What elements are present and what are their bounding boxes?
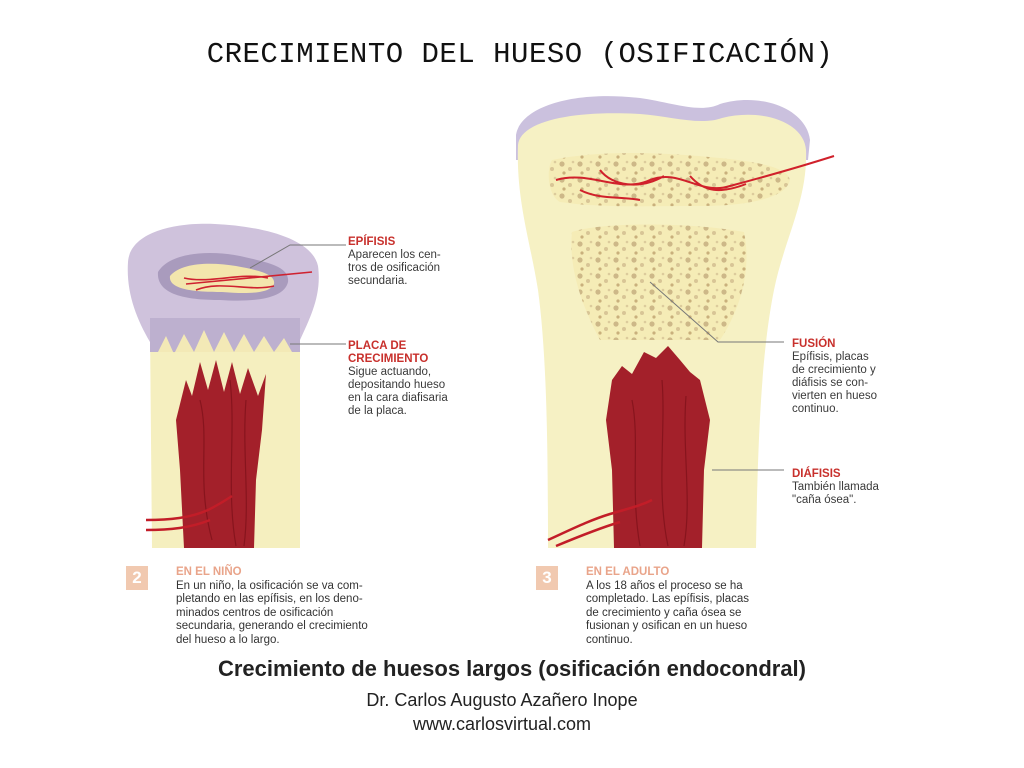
label-fusion-text: Epífisis, placas de crecimiento y diáfis… — [792, 351, 878, 415]
step-child-number: 2 — [126, 566, 148, 590]
step-adult-number: 3 — [536, 566, 558, 590]
bone-illustration — [127, 96, 835, 549]
step-adult-heading: EN EL ADULTO — [586, 566, 670, 578]
leader-lines — [249, 244, 784, 471]
label-placa-heading: PLACA DE CRECIMIENTO — [348, 340, 429, 365]
label-diafisis-heading: DIÁFISIS — [792, 468, 841, 480]
label-placa-text: Sigue actuando, depositando hueso en la … — [348, 366, 448, 417]
caption-main: Crecimiento de huesos largos (osificació… — [217, 656, 806, 681]
adult-marrow-cavity — [606, 346, 710, 548]
caption-author: Dr. Carlos Augusto Azañero Inope — [366, 690, 638, 710]
child-marrow-cavity — [176, 360, 266, 548]
adult-spongy-bone — [571, 224, 747, 340]
child-blood-vessel — [145, 494, 233, 532]
adult-bone — [516, 96, 835, 549]
caption-website: www.carlosvirtual.com — [412, 714, 592, 734]
label-fusion: FUSIÓN Epífisis, placas de crecimiento y… — [792, 338, 922, 416]
label-epifisis-text: Aparecen los cen- tros de osificación se… — [348, 249, 441, 287]
step-child-text: En un niño, la osificación se va com- pl… — [176, 579, 368, 646]
label-diafisis-text: También llamada "caña ósea". — [792, 481, 879, 506]
label-placa: PLACA DE CRECIMIENTO Sigue actuando, dep… — [348, 340, 488, 418]
label-epifisis-heading: EPÍFISIS — [348, 236, 396, 248]
step-child-heading: EN EL NIÑO — [176, 566, 242, 578]
label-fusion-heading: FUSIÓN — [792, 338, 836, 350]
child-bone — [127, 223, 319, 548]
step-adult-text: A los 18 años el proceso se ha completad… — [586, 579, 750, 646]
page-title: CRECIMIENTO DEL HUESO (OSIFICACIÓN) — [206, 38, 834, 71]
step-child: 2 EN EL NIÑO En un niño, la osificación … — [126, 566, 426, 647]
label-diafisis: DIÁFISIS También llamada "caña ósea". — [792, 468, 922, 507]
step-adult: 3 EN EL ADULTO A los 18 años el proceso … — [536, 566, 796, 647]
label-epifisis: EPÍFISIS Aparecen los cen- tros de osifi… — [348, 236, 488, 288]
adult-blood-vessels-epiphysis — [555, 155, 835, 201]
adult-blood-vessel-shaft — [547, 498, 653, 548]
